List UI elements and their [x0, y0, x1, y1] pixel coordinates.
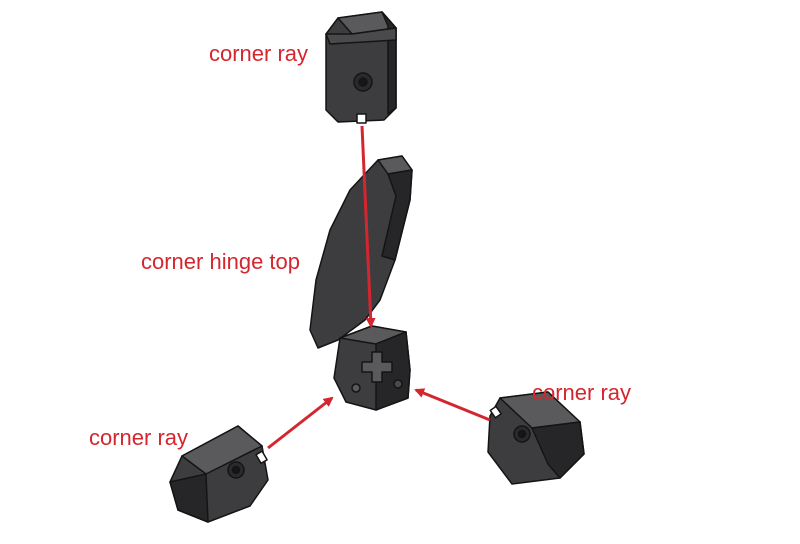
arrow-top-to-hinge: [360, 125, 376, 328]
arrow-right-to-hinge: [414, 388, 491, 422]
label-corner-hinge-top: corner hinge top: [141, 249, 300, 274]
arrow-left-to-hinge: [267, 396, 334, 450]
corner-ray-part-left: [169, 425, 269, 523]
label-corner-ray-right: corner ray: [532, 380, 632, 405]
corner-ray-part-right: [487, 391, 585, 485]
label-corner-ray-top: corner ray: [209, 41, 309, 66]
corner-hinge-top-part: [309, 155, 413, 411]
corner-ray-part-top: [325, 11, 397, 124]
label-corner-ray-left: corner ray: [89, 425, 189, 450]
